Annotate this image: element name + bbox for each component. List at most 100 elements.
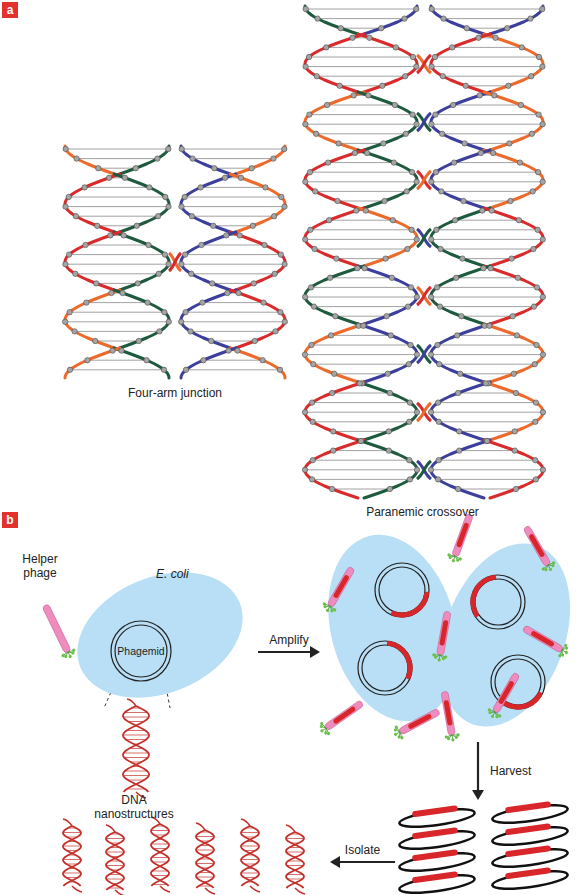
dna-strand [431,6,484,34]
backbone-dot [428,467,433,472]
insert-segment [389,643,410,676]
crossover-strand [417,287,431,305]
backbone-dot [410,112,415,117]
tail-fiber-tip [541,567,545,571]
base-pair [431,181,542,182]
dna-rung [241,873,259,874]
backbone-dot [179,262,184,267]
phagemid-ring [491,655,545,709]
base-pair [431,297,543,298]
backbone-dot [329,390,334,395]
panel-letter: b [6,513,13,527]
phage-dna [498,680,515,705]
arrow-head [472,790,484,800]
backbone-dot [146,242,151,247]
dna-rung [287,865,303,866]
base-pair [315,249,408,250]
dna-strand [484,34,543,92]
backbone-dot [438,246,443,251]
ring-outer [471,575,525,629]
backbone-dot [439,131,444,136]
backbone-dot [335,198,340,203]
backbone-dot [414,6,419,11]
dna-strand [305,34,364,92]
crossover-strand [169,253,181,271]
backbone-dot [540,122,545,127]
backbone-dot [403,131,408,136]
backbone-dot [157,329,162,334]
harvested-phagemid [491,865,569,892]
base-pair [211,341,255,342]
strand-crossover [417,113,431,131]
base-pair [310,172,412,173]
backbone-dot [461,198,466,203]
backbone-dot [332,371,337,376]
backbone-dot [94,281,99,286]
dna-strand [196,830,214,888]
backbone-dot [166,319,171,324]
dna-strand [484,150,543,208]
dna-rung [123,717,148,718]
ring-inner [115,625,167,677]
backbone-dot [408,285,413,290]
base-pair [442,133,532,134]
ring-outer [375,563,429,617]
backbone-dot [510,314,515,319]
backbone-dot [236,290,241,295]
ring-loop [398,806,475,830]
panel-label-box: b [2,512,18,528]
base-pair [309,114,412,115]
dna-rung [152,875,168,876]
base-pair [85,187,150,188]
backbone-dot [463,83,468,88]
tail-fiber-tip [564,643,568,647]
base-pair [193,158,274,159]
dna-rung [63,846,81,847]
harvested-phagemid [398,847,476,874]
backbone-dot [179,319,184,324]
base-pair [457,335,517,336]
backbone-dot [224,233,229,238]
base-pair [431,239,543,240]
backbone-dot [414,467,419,472]
base-pair [459,450,515,451]
base-pair [454,162,520,163]
backbone-dot [414,179,419,184]
backbone-dot [406,362,411,367]
sticky-end [106,825,115,832]
tail-fiber-tip [394,725,398,729]
backbone-dot [513,486,518,491]
dna-rung [106,838,124,839]
base-pair [86,302,147,303]
backbone-dot [145,300,150,305]
base-pair [432,66,543,67]
dna-strand [65,146,114,174]
base-pair [213,225,253,226]
base-pair [186,369,280,370]
phage-particle [316,697,366,738]
base-pair [336,258,385,259]
base-pair [69,197,166,198]
arrow-shaft [340,861,395,863]
tail-fiber-tip [451,559,455,563]
base-pair [214,168,251,169]
dna-strand [230,290,285,348]
backbone-dot [516,218,521,223]
phage-particle [519,523,557,574]
backbone-dot [515,275,520,280]
dna-strand [431,382,490,440]
dna-strand [358,382,417,440]
backbone-dot [190,156,195,161]
backbone-dot [166,262,171,267]
dna-rung [241,846,259,847]
dna-strand [286,832,304,888]
dna-rung [127,730,146,731]
base-pair [331,335,391,336]
backbone-dot [408,342,413,347]
backbone-dot [358,438,363,443]
base-pair [464,201,511,202]
backbone-dot [73,214,78,219]
backbone-dot [481,266,486,271]
base-pair [86,245,149,246]
dna-strand [181,174,236,232]
